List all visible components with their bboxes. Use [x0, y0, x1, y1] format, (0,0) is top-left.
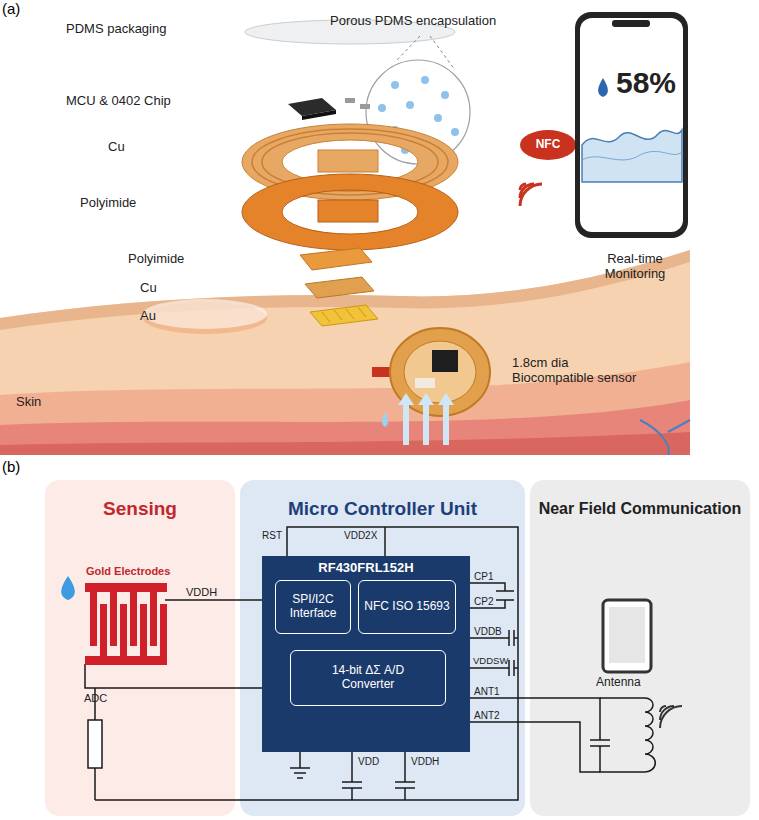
part-label: Cu — [140, 281, 157, 296]
polyimide-patch — [300, 248, 372, 270]
gold-electrodes — [85, 583, 167, 665]
pin-label: CP1 — [474, 571, 493, 583]
part-label: Antenna — [596, 676, 641, 690]
nfc-panel: Near Field Communication — [530, 480, 750, 816]
screen-value: 58% — [616, 66, 676, 101]
polyimide-ring — [242, 174, 458, 250]
caption-label: Real-time Monitoring — [585, 252, 685, 282]
circuit-wires — [85, 527, 655, 800]
copper-patch — [305, 277, 374, 298]
sensing-panel: Sensing — [45, 480, 235, 816]
part-label: Cu — [108, 140, 125, 155]
panel-letter: (b) — [2, 458, 20, 475]
node-text: NFC — [536, 138, 561, 152]
pin-label: VDDH — [411, 756, 439, 768]
skin-shadow — [143, 302, 267, 334]
panel-letter: (a) — [2, 0, 20, 17]
part-label: Skin — [16, 395, 41, 410]
node-text: NFC ISO 15693 — [364, 600, 449, 614]
node-text: Near Field Communication — [530, 500, 750, 518]
transparent-disc — [143, 299, 267, 329]
zoom-circle — [366, 60, 470, 164]
part-label: Gold Electrodes — [86, 565, 170, 578]
smartphone — [575, 12, 688, 238]
mcu-panel: Micro Controller UnitRF430FRL152H SPI/I2C… — [240, 480, 525, 816]
interface-box: SPI/I2C Interface — [275, 580, 351, 634]
pin-label: VDD — [358, 756, 379, 768]
pin-label: CP2 — [474, 596, 493, 608]
antenna-waves — [660, 706, 682, 728]
part-label: PDMS packaging — [66, 22, 166, 37]
red-arrow — [372, 360, 418, 384]
mcu-chip-box: RF430FRL152H SPI/I2C Interface NFC ISO 156… — [262, 556, 470, 752]
tablet-icon — [603, 600, 651, 672]
skin-block — [0, 250, 690, 455]
pin-label: VDD2X — [344, 530, 377, 542]
pin-label: ANT2 — [474, 710, 500, 722]
part-label: 1.8cm dia Biocompatible sensor — [512, 356, 647, 386]
gold-electrode-patch — [310, 305, 378, 326]
nfc-badge: NFC — [520, 130, 576, 160]
water-drop — [61, 576, 75, 600]
pin-label: VDDSW — [473, 656, 508, 667]
pin-label: VDDB — [474, 626, 502, 638]
mcu-chip — [288, 98, 370, 120]
nfc-waves — [520, 184, 542, 206]
zoom-line — [395, 36, 420, 62]
part-label: Polyimide — [128, 252, 184, 267]
converter-box: 14-bit ΔΣ A/D Converter — [290, 650, 446, 706]
pin-label: VDDH — [186, 586, 217, 599]
sensor-on-skin — [390, 328, 490, 416]
part-label: Porous PDMS encapsulation — [330, 14, 496, 29]
interface-box: NFC ISO 15693 — [358, 580, 456, 634]
node-text: 14-bit ΔΣ A/D Converter — [305, 664, 431, 692]
part-label: MCU & 0402 Chip — [66, 94, 171, 109]
pin-label: ANT1 — [474, 686, 500, 698]
part-label: Polyimide — [80, 196, 136, 211]
copper-ring — [242, 124, 458, 200]
node-text: Micro Controller Unit — [240, 498, 525, 520]
zoom-line — [430, 36, 455, 70]
part-label: Au — [140, 309, 156, 324]
moisture-arrows — [382, 393, 454, 445]
node-text: SPI/I2C Interface — [276, 593, 350, 621]
node-text: Sensing — [45, 498, 235, 520]
node-text: RF430FRL152H — [262, 561, 470, 576]
pin-label: RST — [262, 530, 282, 542]
pin-label: ADC — [84, 692, 107, 705]
